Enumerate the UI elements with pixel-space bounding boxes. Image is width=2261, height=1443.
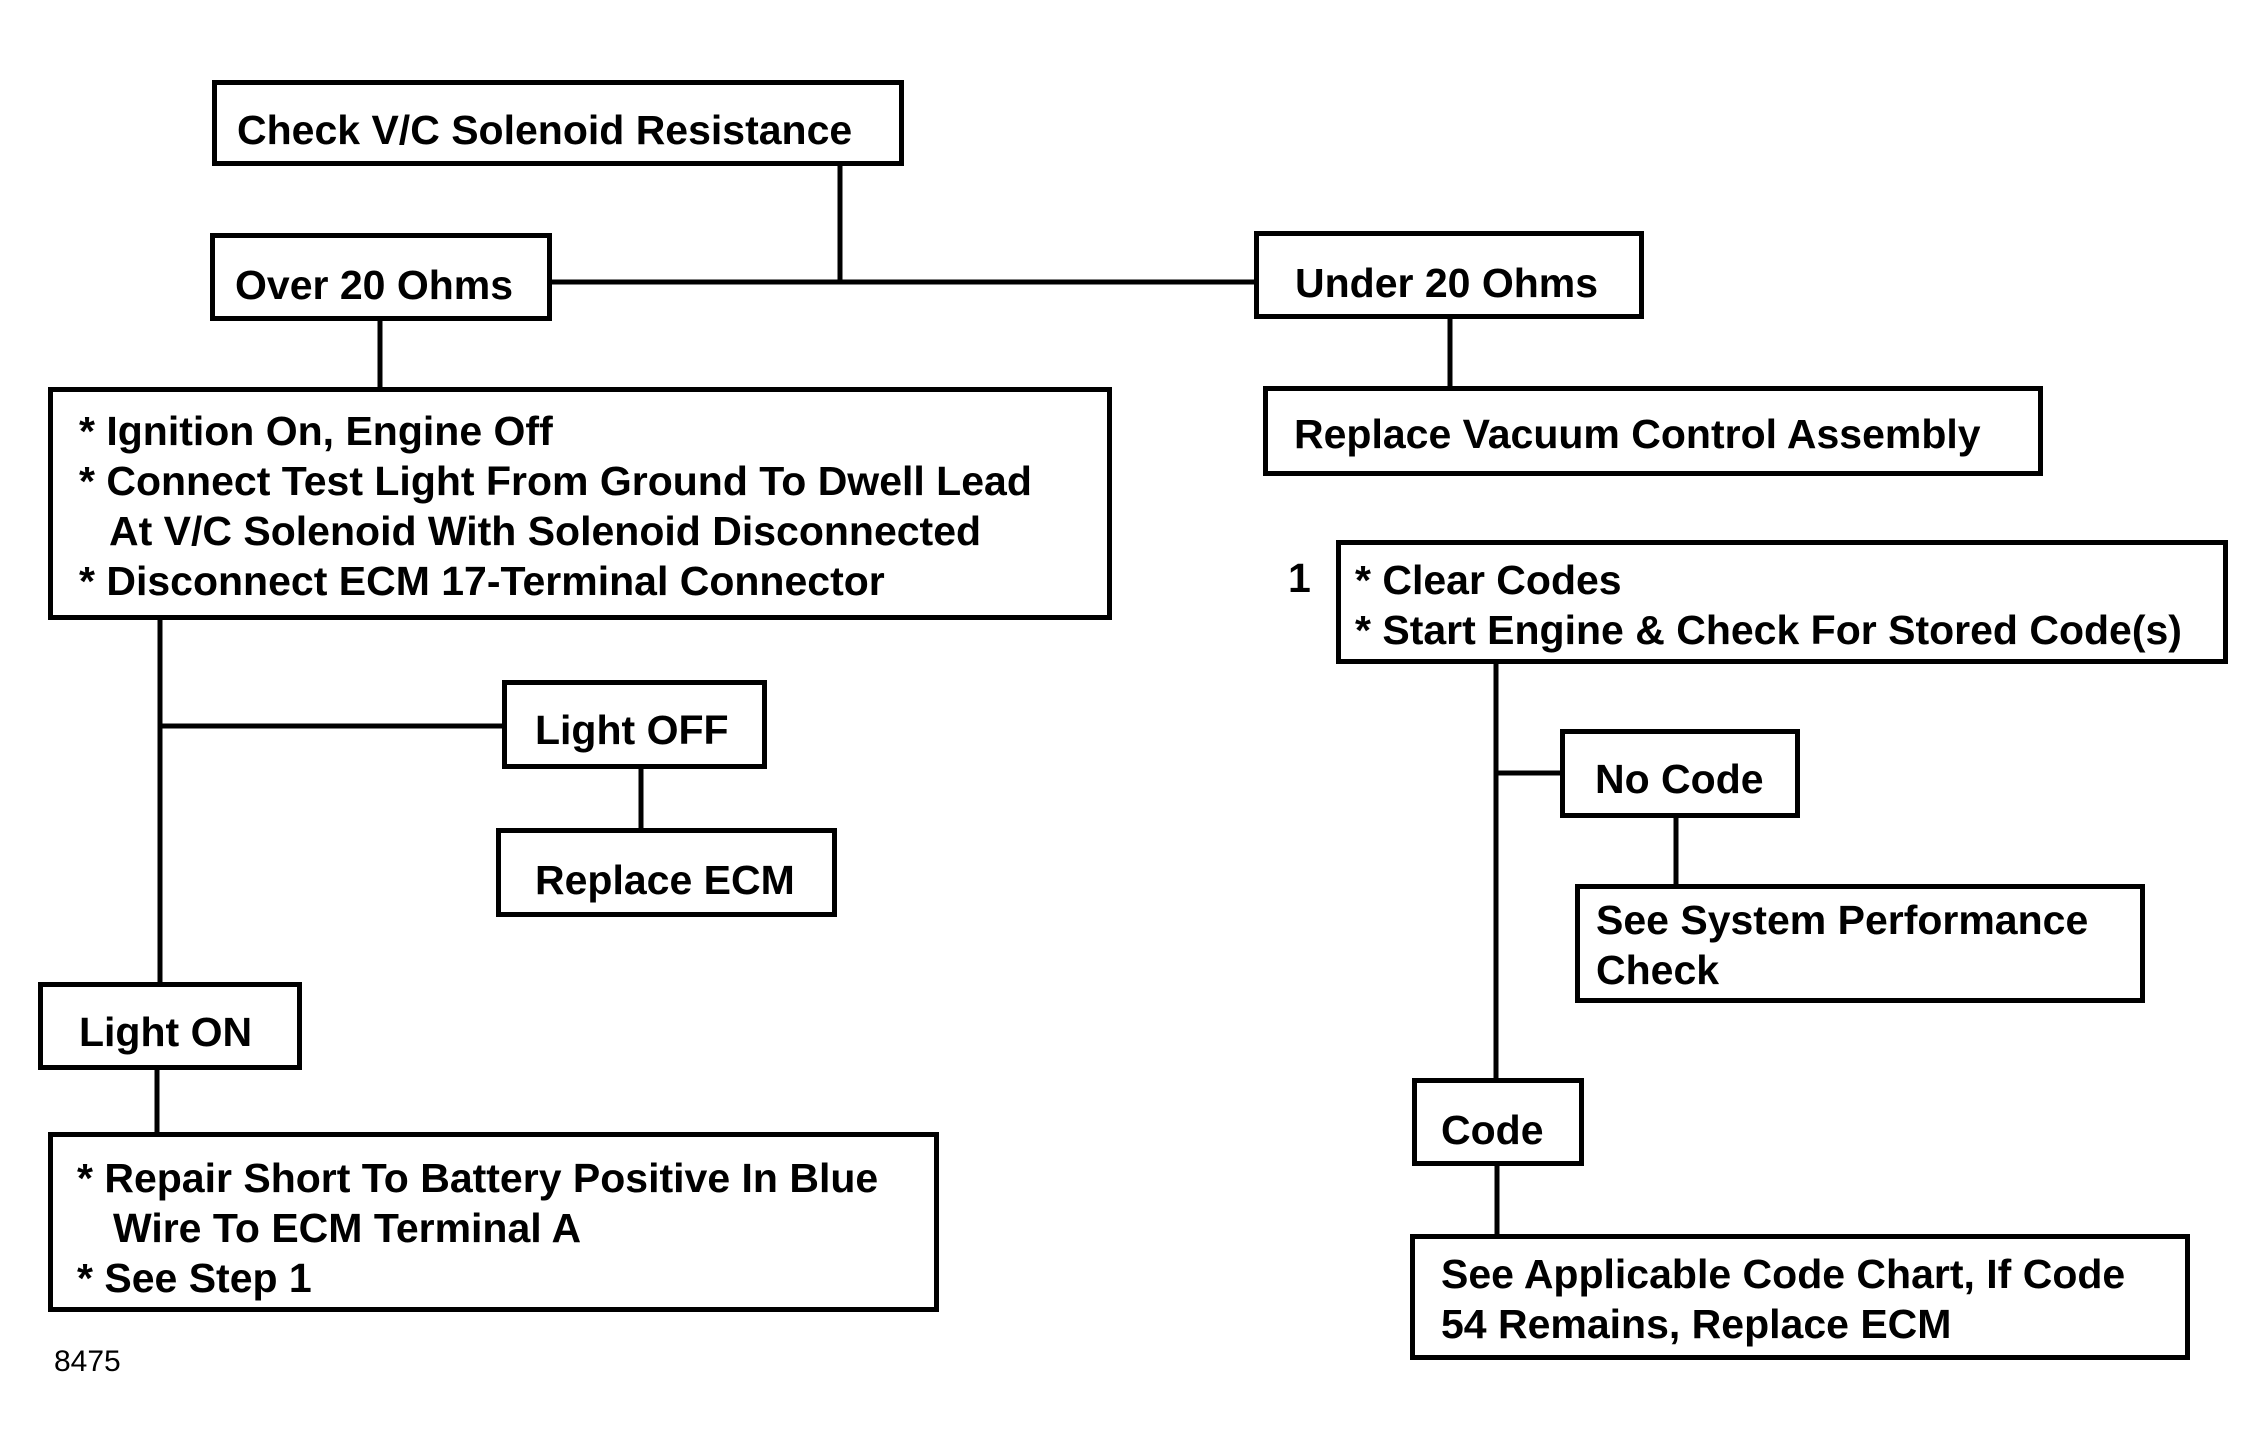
replace-vacuum-control-text: Replace Vacuum Control Assembly xyxy=(1294,411,1981,457)
code-chart-box: See Applicable Code Chart, If Code 54 Re… xyxy=(1410,1234,2190,1360)
light-off-text: Light OFF xyxy=(535,707,729,753)
over-20-ohms-text: Over 20 Ohms xyxy=(235,262,514,308)
replace-ecm-text: Replace ECM xyxy=(535,857,795,903)
code-text: Code xyxy=(1441,1107,1544,1153)
code-box: Code xyxy=(1412,1078,1584,1166)
replace-ecm-box: Replace ECM xyxy=(496,828,837,917)
system-performance-line-2: Check xyxy=(1596,947,1720,993)
ignition-step-line-3: At V/C Solenoid With Solenoid Disconnect… xyxy=(109,508,982,554)
system-performance-line-1: See System Performance xyxy=(1596,897,2089,943)
no-code-text: No Code xyxy=(1595,756,1764,802)
no-code-box: No Code xyxy=(1560,729,1800,818)
ignition-step-line-4: * Disconnect ECM 17-Terminal Connector xyxy=(79,558,885,604)
ignition-test-steps-box: * Ignition On, Engine Off * Connect Test… xyxy=(48,387,1112,620)
ignition-step-line-2: * Connect Test Light From Ground To Dwel… xyxy=(79,458,1032,504)
clear-codes-line-2: * Start Engine & Check For Stored Code(s… xyxy=(1355,607,2182,653)
under-20-ohms-text: Under 20 Ohms xyxy=(1295,260,1599,306)
over-20-ohms-box: Over 20 Ohms xyxy=(210,233,552,321)
ignition-step-line-1: * Ignition On, Engine Off xyxy=(79,408,553,454)
code-chart-line-1: See Applicable Code Chart, If Code xyxy=(1441,1251,2126,1297)
light-on-box: Light ON xyxy=(38,982,302,1070)
check-vc-solenoid-box: Check V/C Solenoid Resistance xyxy=(212,80,904,166)
light-off-box: Light OFF xyxy=(502,680,767,769)
light-on-text: Light ON xyxy=(79,1009,253,1055)
clear-codes-box: * Clear Codes * Start Engine & Check For… xyxy=(1336,540,2228,664)
replace-vacuum-control-box: Replace Vacuum Control Assembly xyxy=(1263,386,2043,476)
repair-short-box: * Repair Short To Battery Positive In Bl… xyxy=(48,1132,939,1312)
repair-short-line-3: * See Step 1 xyxy=(77,1255,312,1301)
step-number-label: 1 xyxy=(1288,555,1311,601)
under-20-ohms-box: Under 20 Ohms xyxy=(1254,231,1644,319)
repair-short-line-1: * Repair Short To Battery Positive In Bl… xyxy=(77,1155,879,1201)
code-chart-line-2: 54 Remains, Replace ECM xyxy=(1441,1301,1952,1347)
system-performance-box: See System Performance Check xyxy=(1575,884,2145,1003)
repair-short-line-2: Wire To ECM Terminal A xyxy=(113,1205,582,1251)
check-vc-solenoid-text: Check V/C Solenoid Resistance xyxy=(237,107,853,153)
figure-number: 8475 xyxy=(54,1345,121,1378)
clear-codes-line-1: * Clear Codes xyxy=(1355,557,1622,603)
